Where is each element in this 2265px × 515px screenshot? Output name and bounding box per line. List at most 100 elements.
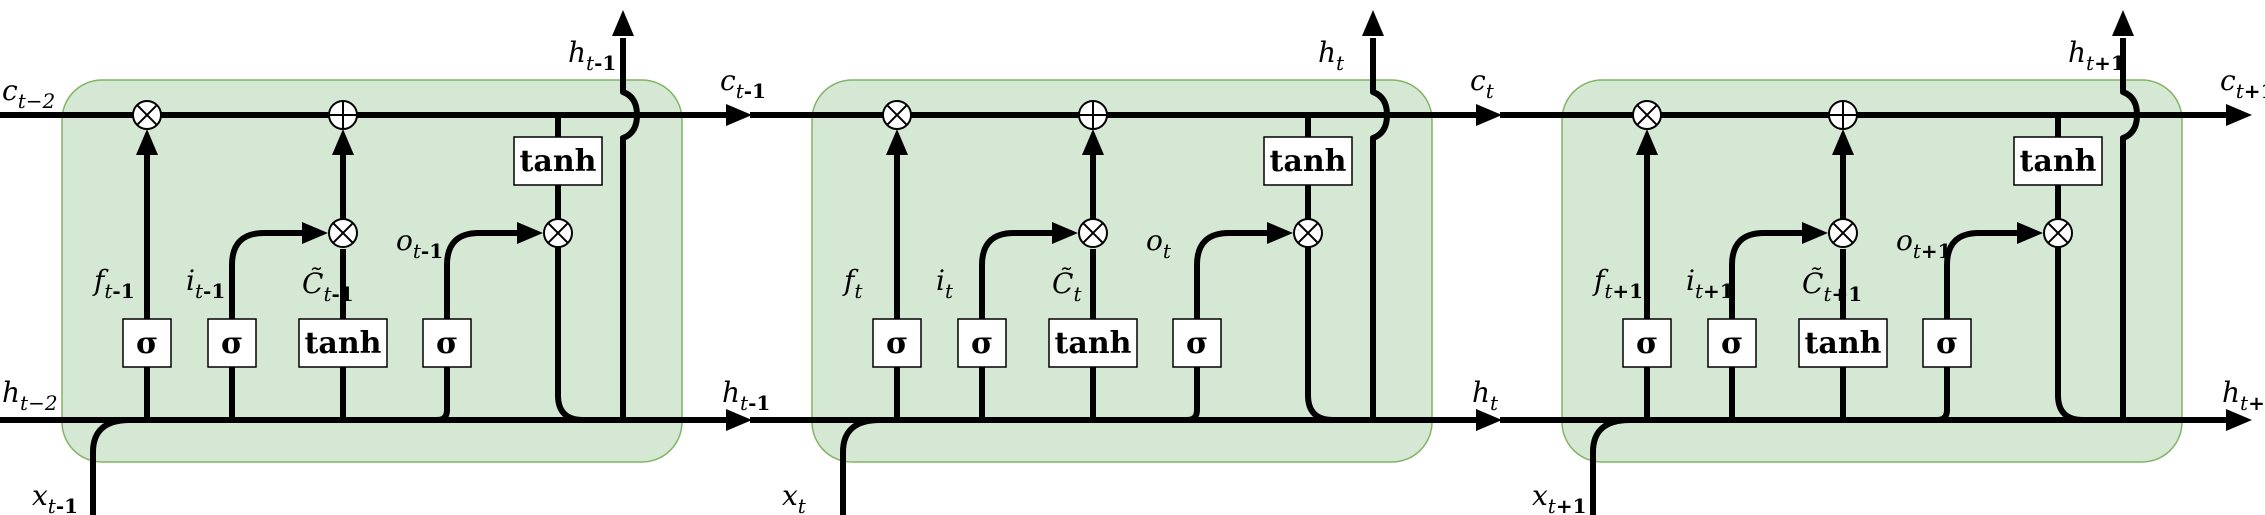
label-input-x-sub: t [798,494,807,515]
label-input-x: xt [782,479,807,515]
hidden-state-arrowhead [2226,409,2252,431]
label-input-gate-base: i [936,264,945,297]
label-candidate-suffix: +1 [1831,282,1862,306]
label-forget-gate: ft-1 [92,264,135,303]
candidate-add-arrowhead [1082,129,1104,155]
label-input-gate-sub: t [1695,279,1704,303]
label-forget-gate-suffix: +1 [1612,279,1643,303]
input-gate-line [1729,230,1803,420]
label-output-gate-sub: t [413,239,422,263]
forget-gate-arrowhead [136,129,158,155]
forget-multiply-icon [132,100,162,130]
label-cell-out-sub: t [1486,79,1495,103]
input-x-line [840,417,881,515]
input-sigma-box: σ [1707,318,1757,368]
label-output-gate: ot+1 [1896,224,1952,263]
hidden-up-arrowhead [2112,10,2134,36]
output-multiply-icon [2043,218,2073,248]
label-hidden-top-sub: t [586,51,595,75]
input-x-line [1590,417,1631,515]
output-gate-line [1936,230,2018,423]
forget-sigma-box-text: σ [886,326,908,361]
label-candidate-base: C̃ [1802,267,1823,300]
label-h-initial-sub: t−2 [20,391,58,415]
label-hidden-right: ht+1 [2222,376,2265,415]
label-hidden-right: ht [1472,376,1499,415]
label-hidden-top: ht [1318,36,1345,75]
label-candidate-base: C̃ [302,267,323,300]
input-sigma-box-text: σ [221,326,243,361]
candidate-add-arrowhead [332,129,354,155]
candidate-tanh-box: tanh [298,318,388,368]
label-output-gate-base: o [1146,224,1163,257]
label-hidden-right-base: h [722,376,740,409]
hidden-up-line [2120,38,2140,420]
label-cell-out-base: c [1470,64,1486,97]
lstm-cell-3: σσtanhσtanhft+1it+1C̃t+1ot+1ht+1ct+1ht+1… [1500,10,2265,515]
label-cell-out-sub: t [2236,79,2245,103]
label-hidden-top: ht-1 [568,36,616,75]
hidden-up-line [1370,38,1390,420]
label-hidden-top-suffix: -1 [594,51,616,75]
label-hidden-top-sub: t [1336,51,1345,75]
forget-sigma-box: σ [1622,318,1672,368]
output-sigma-box: σ [422,318,472,368]
label-candidate-suffix: -1 [331,282,353,306]
output-sigma-box-text: σ [1936,326,1958,361]
cell-tanh-box: tanh [1263,136,1353,186]
input-sigma-box: σ [957,318,1007,368]
label-forget-gate-sub: t [854,279,863,303]
forget-multiply-icon [1632,100,1662,130]
label-cell-out-base: c [2220,64,2236,97]
output-gate-arrowhead [517,222,543,244]
label-input-gate-base: i [1686,264,1695,297]
output-sigma-box: σ [1172,318,1222,368]
label-input-gate-base: i [186,264,195,297]
output-gate-line [1186,230,1268,423]
label-input-gate-sub: t [945,279,954,303]
cell-add-icon [328,100,358,130]
hidden-output-line [2055,247,2084,423]
label-cell-out-suffix: +1 [2244,79,2265,103]
hidden-up-arrowhead [612,10,634,36]
label-forget-gate-sub: t [104,279,113,303]
label-output-gate: ot [1146,224,1172,263]
label-hidden-top-sub: t [2086,51,2095,75]
label-hidden-right-sub: t [740,391,749,415]
label-hidden-top-suffix: +1 [2094,51,2125,75]
forget-multiply-icon [882,100,912,130]
cell-add-icon [1078,100,1108,130]
forget-sigma-box-text: σ [136,326,158,361]
label-hidden-right: ht-1 [722,376,770,415]
label-input-x: xt+1 [1532,479,1587,515]
label-c-initial-base: c [2,74,18,107]
label-hidden-right-sub: t [2240,391,2249,415]
label-forget-gate-suffix: -1 [112,279,134,303]
label-output-gate-sub: t [1163,239,1172,263]
label-forget-gate-sub: t [1604,279,1613,303]
hidden-state-arrowhead [726,409,752,431]
candidate-add-arrowhead [1832,129,1854,155]
cell-state-arrowhead [1476,104,1502,126]
label-input-x-base: x [782,479,798,512]
label-input-gate: it-1 [186,264,225,303]
input-sigma-box-text: σ [971,326,993,361]
input-gate-arrowhead [302,222,328,244]
cell-tanh-box-text: tanh [1270,144,1347,179]
label-input-x: xt-1 [32,479,78,515]
label-cell-out-sub: t [736,79,745,103]
label-input-gate: it [936,264,954,303]
hidden-output-line [555,247,584,423]
input-gate-line [979,230,1053,420]
label-output-gate: ot-1 [396,224,443,263]
output-sigma-box: σ [1922,318,1972,368]
label-input-x-suffix: +1 [1556,494,1587,515]
input-sigma-box-text: σ [1721,326,1743,361]
label-candidate-sub: t [1073,282,1082,306]
forget-sigma-box: σ [872,318,922,368]
cell-add-icon [1828,100,1858,130]
label-hidden-top-base: h [2068,36,2086,69]
output-sigma-box-text: σ [1186,326,1208,361]
